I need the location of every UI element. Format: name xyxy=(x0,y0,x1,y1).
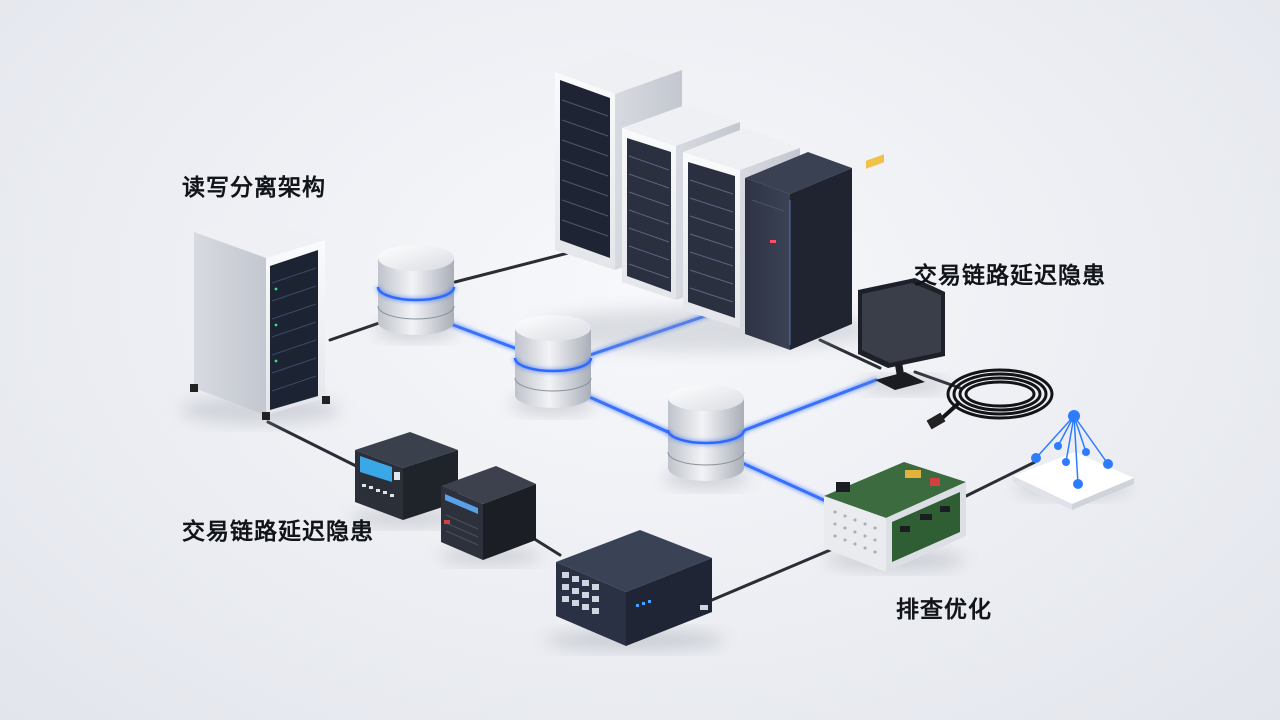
cable-switch-to-router xyxy=(534,538,562,557)
network-switch-display xyxy=(350,432,460,526)
network-switch-dark xyxy=(438,466,542,564)
monitor-display xyxy=(858,278,950,393)
cable-left-server-down xyxy=(266,420,362,470)
cable-rack-to-monitor xyxy=(818,338,882,370)
circuit-board-enclosure xyxy=(824,154,966,572)
network-router xyxy=(545,530,725,650)
cable-coil xyxy=(926,368,1054,430)
database-cylinder-2 xyxy=(511,315,595,414)
cable-router-to-board xyxy=(710,546,837,602)
left-server-drive-bays xyxy=(271,267,317,392)
network-hub xyxy=(1013,410,1134,510)
cable-db1-to-rack xyxy=(453,250,574,284)
database-cylinder-1 xyxy=(374,245,458,340)
cable-left-server-to-db1 xyxy=(328,320,384,342)
blue-link-db3-board xyxy=(738,460,830,504)
blue-link-db3-monitor xyxy=(743,378,878,432)
database-cylinder-3 xyxy=(664,385,748,488)
label-latency-top: 交易链路延迟隐患 xyxy=(914,263,1106,289)
blue-link-db1-db2 xyxy=(438,318,522,352)
server-rack-4-dark xyxy=(745,152,852,350)
server-rack-group xyxy=(530,48,870,352)
cable-board-to-hub xyxy=(956,460,1037,502)
label-latency-left: 交易链路延迟隐患 xyxy=(182,519,374,545)
label-optimize: 排查优化 xyxy=(896,597,992,623)
label-rw-split: 读写分离架构 xyxy=(182,175,326,201)
left-server-tower xyxy=(180,214,340,424)
blue-link-db2-db3 xyxy=(583,393,670,434)
